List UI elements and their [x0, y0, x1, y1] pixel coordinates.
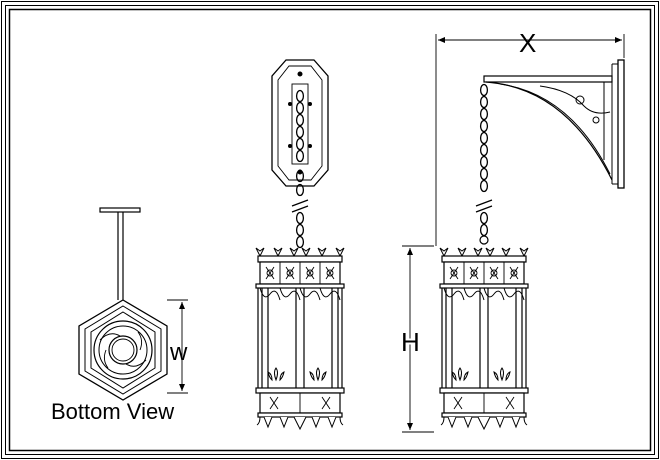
chain-break-mark-2 [475, 199, 493, 245]
bracket-chain [479, 83, 489, 237]
width-label: w [169, 339, 188, 366]
ceiling-canopy [271, 59, 329, 187]
bottom-view-drawing [78, 207, 168, 401]
wall-lantern-body [439, 247, 529, 430]
extension-label: X [519, 28, 536, 58]
bottom-view-label: Bottom View [51, 399, 174, 424]
ceiling-lantern-body [255, 247, 345, 430]
wall-bracket [483, 59, 625, 189]
height-dimension [402, 245, 434, 433]
width-dimension [167, 299, 188, 394]
height-label: H [401, 327, 420, 357]
extension-dimension [435, 34, 625, 246]
chain-break-mark [291, 199, 309, 213]
